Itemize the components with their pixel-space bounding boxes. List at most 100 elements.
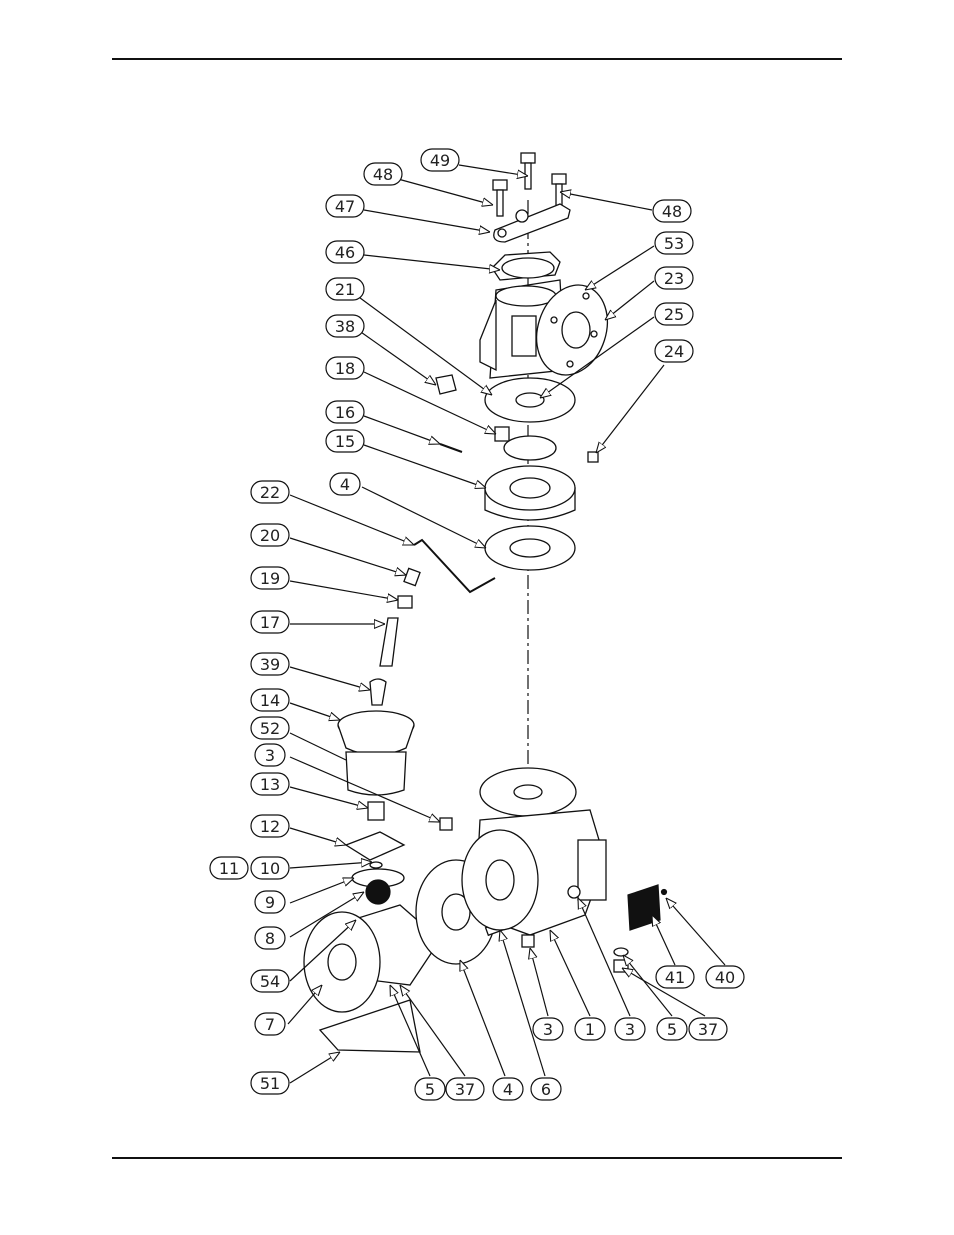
callout-7: 7 [255, 1013, 285, 1035]
callout-label: 21 [335, 280, 355, 299]
part-48-bolt-left [493, 180, 507, 216]
callout-8: 8 [255, 927, 285, 949]
part-5-37-washer-nut [614, 948, 628, 972]
callout-47: 47 [326, 195, 364, 217]
part-24-plug [588, 452, 598, 462]
callout-5: 5 [657, 1018, 687, 1040]
part-15-bearing-housing [485, 436, 575, 520]
callout-label: 46 [335, 243, 355, 262]
callout-48: 48 [653, 200, 691, 222]
callout-label: 3 [265, 746, 275, 765]
part-13-spacer [368, 802, 384, 820]
part-7-flange [304, 912, 380, 1012]
callout-label: 25 [664, 305, 684, 324]
callout-53: 53 [655, 232, 693, 254]
callout-46: 46 [326, 241, 364, 263]
callout-label: 37 [455, 1080, 475, 1099]
callout-label: 6 [541, 1080, 551, 1099]
callout-40: 40 [706, 966, 744, 988]
callout-51: 51 [251, 1072, 289, 1094]
callout-label: 3 [625, 1020, 635, 1039]
callout-label: 8 [265, 929, 275, 948]
callout-label: 18 [335, 359, 355, 378]
part-40-rivet [662, 890, 667, 895]
part-48-bolt-right [552, 174, 566, 208]
part-11-10-washer [370, 862, 382, 868]
callout-label: 5 [667, 1020, 677, 1039]
callout-24: 24 [655, 340, 693, 362]
part-20-fitting [404, 568, 420, 585]
part-52-bowl [346, 752, 406, 795]
part-38-plug [436, 375, 456, 394]
callout-11: 11 [210, 857, 248, 879]
part-17-nipple [380, 618, 398, 666]
callout-4: 4 [330, 473, 360, 495]
callout-37: 37 [689, 1018, 727, 1040]
callout-3: 3 [615, 1018, 645, 1040]
callout-25: 25 [655, 303, 693, 325]
part-47-clamp [494, 204, 570, 242]
part-4-gasket-upper [485, 526, 575, 570]
callout-48: 48 [364, 163, 402, 185]
callout-label: 52 [260, 719, 280, 738]
callout-14: 14 [251, 689, 289, 711]
callout-23: 23 [655, 267, 693, 289]
callout-label: 5 [425, 1080, 435, 1099]
callout-label: 51 [260, 1074, 280, 1093]
callout-label: 38 [335, 317, 355, 336]
callout-41: 41 [656, 966, 694, 988]
callout-label: 20 [260, 526, 280, 545]
part-46-gland [492, 252, 560, 280]
callout-49: 49 [421, 149, 459, 171]
part-3-plug-bottom [522, 935, 534, 947]
callout-9: 9 [255, 891, 285, 913]
callout-5: 5 [415, 1078, 445, 1100]
callout-3: 3 [255, 744, 285, 766]
part-19-fitting [398, 596, 412, 608]
callout-label: 41 [665, 968, 685, 987]
callout-38: 38 [326, 315, 364, 337]
callout-label: 23 [664, 269, 684, 288]
callout-15: 15 [326, 430, 364, 452]
part-16-pin [440, 444, 462, 452]
callout-1: 1 [575, 1018, 605, 1040]
callout-label: 37 [698, 1020, 718, 1039]
callout-39: 39 [251, 653, 289, 675]
callout-label: 4 [340, 475, 350, 494]
callout-label: 48 [373, 165, 393, 184]
callout-label: 10 [260, 859, 280, 878]
part-22-pipe [414, 540, 495, 592]
callout-label: 9 [265, 893, 275, 912]
callout-label: 22 [260, 483, 280, 502]
callout-13: 13 [251, 773, 289, 795]
part-1-pump-body [462, 768, 606, 935]
callout-20: 20 [251, 524, 289, 546]
callout-label: 1 [585, 1020, 595, 1039]
callout-22: 22 [251, 481, 289, 503]
callout-6: 6 [531, 1078, 561, 1100]
callout-label: 48 [662, 202, 682, 221]
part-25-gasket [485, 378, 575, 422]
callout-17: 17 [251, 611, 289, 633]
part-8-gear [366, 880, 390, 904]
callout-label: 11 [219, 859, 239, 878]
callout-label: 16 [335, 403, 355, 422]
callout-18: 18 [326, 357, 364, 379]
callout-label: 39 [260, 655, 280, 674]
callout-label: 54 [260, 972, 280, 991]
callout-12: 12 [251, 815, 289, 837]
part-49-bolt [521, 153, 535, 189]
callout-label: 24 [664, 342, 684, 361]
callout-label: 4 [503, 1080, 513, 1099]
callout-10: 10 [251, 857, 289, 879]
callout-label: 17 [260, 613, 280, 632]
callout-label: 3 [543, 1020, 553, 1039]
callout-54: 54 [251, 970, 289, 992]
callout-52: 52 [251, 717, 289, 739]
callout-3: 3 [533, 1018, 563, 1040]
callout-21: 21 [326, 278, 364, 300]
callout-16: 16 [326, 401, 364, 423]
part-3-plug-left [440, 818, 452, 830]
callout-label: 15 [335, 432, 355, 451]
